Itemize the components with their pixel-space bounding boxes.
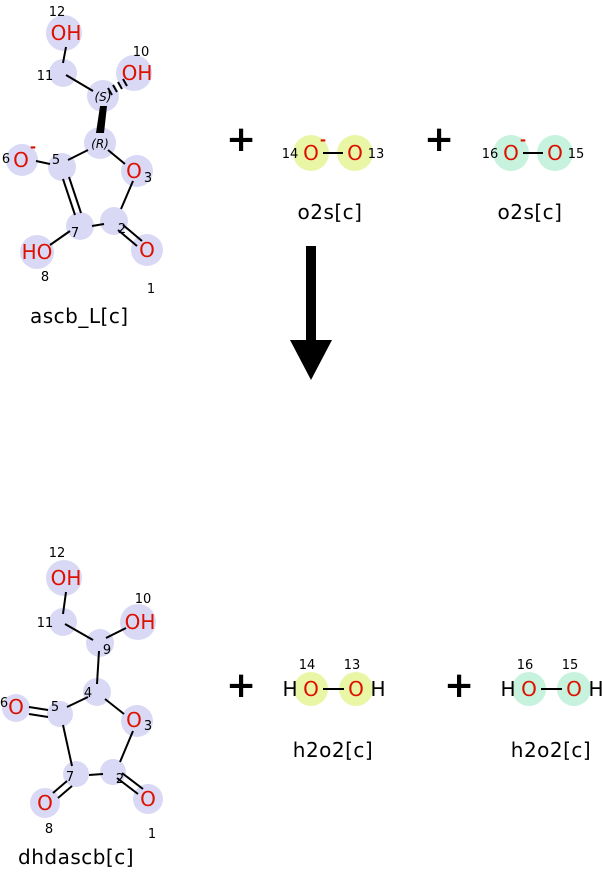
atom-number: 2 — [118, 222, 126, 237]
atom-symbol: O — [503, 141, 519, 165]
atom-number: 11 — [37, 616, 54, 631]
atom-symbol: O — [566, 677, 582, 701]
atom-symbol: O — [347, 141, 363, 165]
o2s-1-label: o2s[c] — [297, 200, 363, 224]
h2o2-1-atoms: 14 13 H O O H — [282, 658, 385, 701]
atom-symbol: OH — [122, 61, 153, 85]
o2s-2-label: o2s[c] — [497, 200, 563, 224]
atom-number: 15 — [568, 147, 585, 162]
dhdascb-label: dhdascb[c] — [18, 845, 135, 869]
atom-symbol: O — [547, 141, 563, 165]
atom-number: 8 — [41, 270, 49, 285]
atom-symbol: O — [8, 695, 24, 719]
atom-symbol: O — [126, 159, 142, 183]
atom-number: 11 — [37, 69, 54, 84]
stereo-label: (R) — [91, 137, 109, 151]
atom-symbol: O — [303, 677, 319, 701]
plus-sign: + — [424, 119, 455, 160]
h2o2-1-label: h2o2[c] — [292, 738, 374, 762]
o2s-2-structure: 16 O - O 15 — [482, 131, 585, 171]
dhdascb-highlights — [2, 560, 163, 818]
atom-number: 9 — [103, 643, 111, 658]
o2s-1-structure: 14 O - O 13 — [282, 131, 385, 171]
atom-symbol: O — [126, 708, 142, 732]
plus-sign: + — [444, 665, 475, 706]
atom-number: 6 — [0, 696, 8, 711]
atom-symbol: H — [370, 677, 385, 701]
atom-symbol: HO — [22, 240, 53, 264]
atom-number: 3 — [144, 719, 152, 734]
atom-symbol: H — [588, 677, 602, 701]
atom-number: 13 — [344, 658, 361, 673]
h2o2-1-structure: 14 13 H O O H — [282, 658, 386, 706]
atom-symbol: O — [13, 148, 29, 172]
atom-symbol: O — [140, 787, 156, 811]
atom-symbol: O — [37, 791, 53, 815]
atom-number: 15 — [562, 658, 579, 673]
h2o2-1-highlights — [294, 672, 373, 706]
ascb-structure: 12 OH 11 10 OH (S) (R) 6 O - 5 O 3 7 2 H… — [2, 5, 163, 297]
atom-number: 3 — [144, 171, 152, 186]
atom-number: 1 — [147, 282, 155, 297]
h2o2-2-label: h2o2[c] — [510, 738, 592, 762]
atom-symbol: OH — [51, 566, 82, 590]
atom-number: 6 — [2, 152, 10, 167]
dhdascb-bonds — [28, 591, 144, 799]
atom-symbol: OH — [125, 610, 156, 634]
reaction-arrow — [290, 246, 332, 380]
h2o2-2-atoms: 16 15 H O O H — [500, 658, 602, 701]
atom-number: 16 — [482, 147, 499, 162]
o2s-2-atoms: 16 O - O 15 — [482, 131, 585, 165]
plus-sign: + — [226, 665, 257, 706]
o2s-2-highlights — [493, 135, 573, 171]
dhdascb-structure: 12 OH 11 10 OH 9 4 6 O 5 O 3 7 2 O 8 O 1 — [0, 546, 163, 842]
atom-symbol: O — [303, 141, 319, 165]
wedge-bond — [96, 106, 107, 133]
atom-number: 14 — [299, 658, 316, 673]
atom-symbol: OH — [51, 21, 82, 45]
atom-number: 16 — [517, 658, 534, 673]
ascb-label: ascb_L[c] — [30, 304, 129, 328]
stereo-label: (S) — [95, 90, 112, 104]
o2s-1-highlights — [293, 135, 373, 171]
atom-number: 5 — [52, 153, 60, 168]
charge-label: - — [30, 138, 36, 156]
atom-number: 7 — [71, 226, 79, 241]
h2o2-2-structure: 16 15 H O O H — [500, 658, 602, 706]
atom-symbol: O — [521, 677, 537, 701]
atom-number: 5 — [51, 700, 59, 715]
atom-number: 13 — [368, 147, 385, 162]
plus-sign: + — [226, 119, 257, 160]
atom-symbol: H — [500, 677, 515, 701]
atom-number: 1 — [148, 827, 156, 842]
atom-number: 7 — [66, 770, 74, 785]
atom-number: 10 — [135, 592, 152, 607]
atom-number: 2 — [116, 772, 124, 787]
atom-number: 14 — [282, 147, 299, 162]
charge-label: - — [320, 131, 326, 149]
atom-number: 8 — [45, 822, 53, 837]
charge-label: - — [520, 131, 526, 149]
atom-number: 12 — [49, 546, 66, 561]
h2o2-2-highlights — [512, 672, 591, 706]
o2s-1-atoms: 14 O - O 13 — [282, 131, 385, 165]
atom-symbol: O — [348, 677, 364, 701]
dhdascb-atoms: 12 OH 11 10 OH 9 4 6 O 5 O 3 7 2 O 8 O 1 — [0, 546, 156, 842]
atom-number: 10 — [133, 45, 150, 60]
atom-number: 12 — [49, 5, 66, 20]
atom-symbol: O — [139, 238, 155, 262]
atom-symbol: H — [282, 677, 297, 701]
ascb-bonds — [35, 46, 143, 247]
ascb-atoms: 12 OH 11 10 OH (S) (R) 6 O - 5 O 3 7 2 H… — [2, 5, 155, 297]
atom-number: 4 — [84, 686, 92, 701]
